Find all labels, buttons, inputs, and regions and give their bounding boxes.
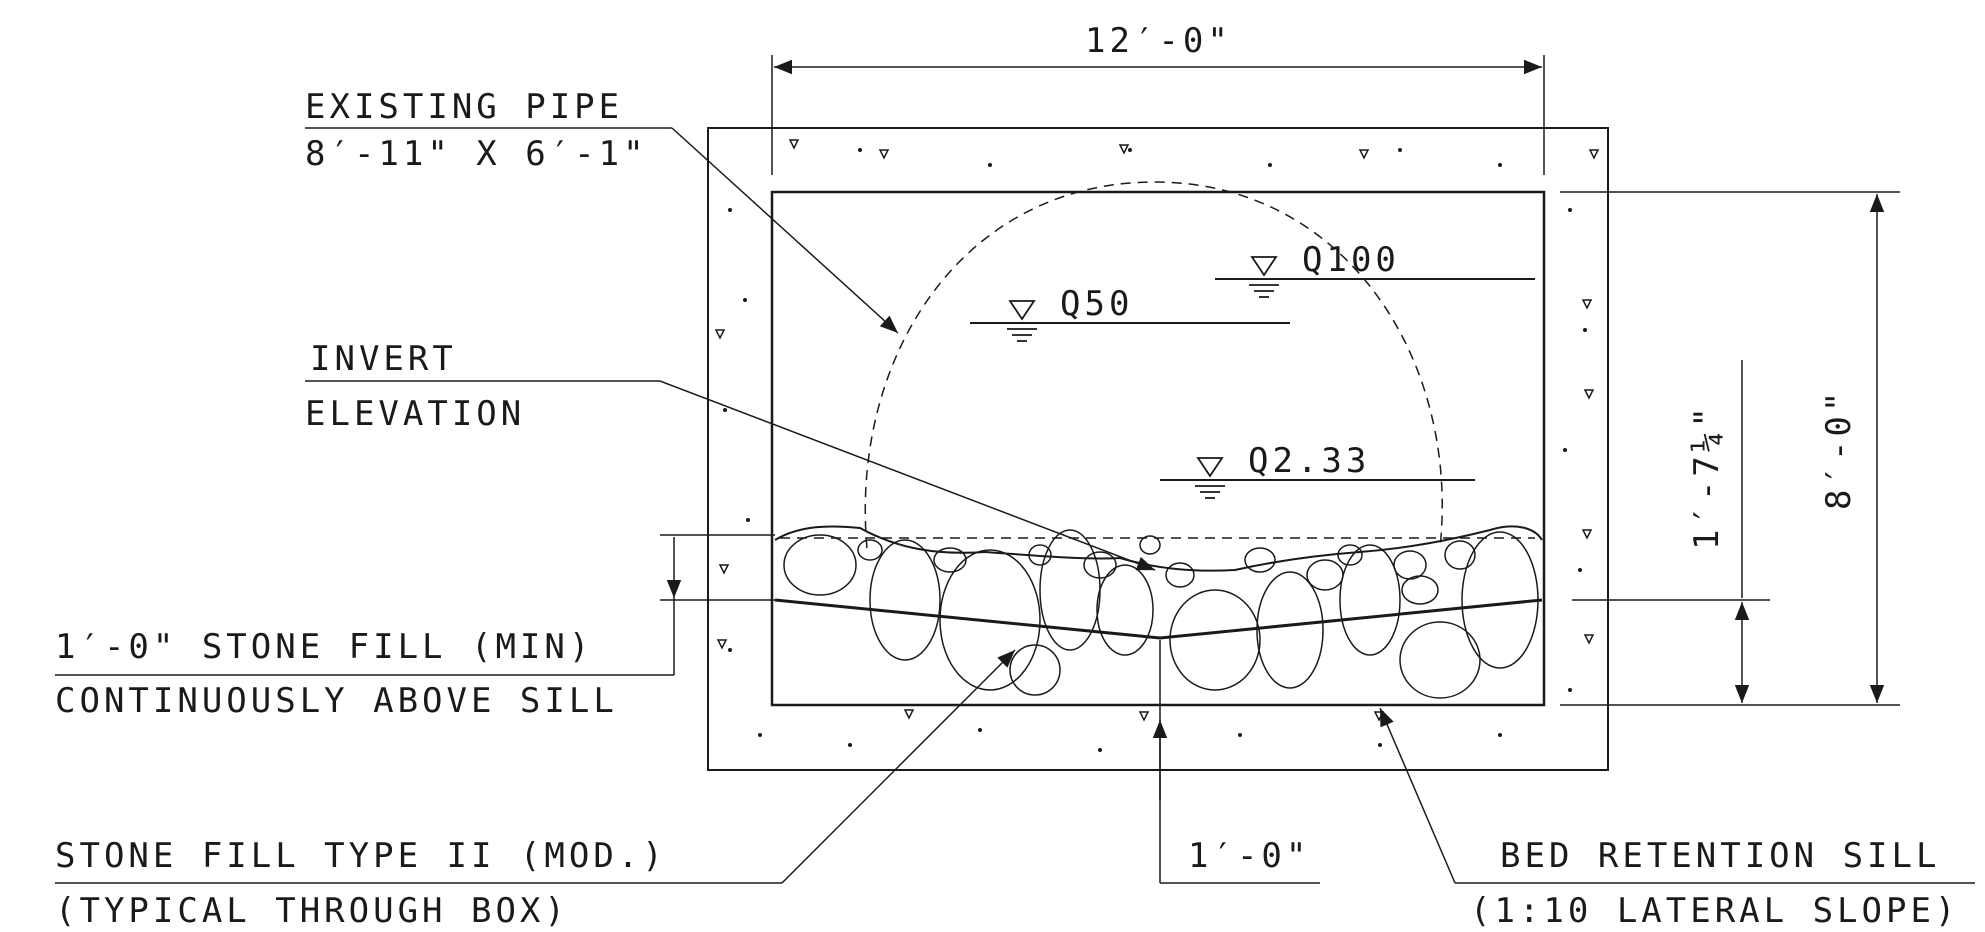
- q50-level: Q50: [970, 284, 1290, 342]
- q100-label: Q100: [1302, 240, 1400, 280]
- label-existing-pipe: EXISTING PIPE 8′-11" X 6′-1": [305, 87, 899, 334]
- box-culvert: [707, 127, 1609, 771]
- stone-fill-dimension: [660, 534, 775, 675]
- q50-label: Q50: [1060, 284, 1133, 324]
- invert-text: INVERT: [310, 339, 457, 379]
- q100-level: Q100: [1215, 240, 1535, 298]
- stone-type-text: STONE FILL TYPE II (MOD.): [55, 836, 667, 876]
- box-inner-opening: [770, 190, 1546, 707]
- sill-width-text: 1′-0": [1188, 836, 1310, 876]
- top-dimension: 12′-0": [771, 21, 1545, 175]
- right-dimensions: 8′-0" 1′-7¼": [1560, 191, 1900, 706]
- bed-retention-sill-line: [774, 598, 1543, 640]
- stone-boulders: [783, 529, 1539, 699]
- box-outer-wall: [707, 127, 1609, 771]
- dim-sill-label: 1′-7¼": [1687, 403, 1727, 550]
- concrete-hatch: [723, 148, 1587, 752]
- label-invert-elevation: INVERT ELEVATION: [305, 339, 1156, 571]
- label-stone-fill-type: STONE FILL TYPE II (MOD.) (TYPICAL THROU…: [55, 649, 1016, 931]
- pipe-size-text: 8′-11" X 6′-1": [305, 134, 648, 174]
- stone-fill-min-text: 1′-0" STONE FILL (MIN): [55, 627, 593, 667]
- label-sill-width: 1′-0": [1152, 640, 1320, 884]
- dim-height-label: 8′-0": [1819, 388, 1859, 510]
- existing-pipe-outline: [780, 181, 1535, 549]
- label-stone-fill-min: 1′-0" STONE FILL (MIN) CONTINUOUSLY ABOV…: [55, 627, 674, 721]
- q233-label: Q2.33: [1248, 441, 1370, 481]
- concrete-triangles: [714, 139, 1600, 722]
- top-dimension-label: 12′-0": [1085, 21, 1232, 61]
- water-levels: Q100 Q50 Q2.33: [970, 240, 1535, 499]
- label-bed-retention-sill: BED RETENTION SILL (1:10 LATERAL SLOPE): [1379, 707, 1975, 931]
- q233-level: Q2.33: [1160, 441, 1475, 499]
- lateral-slope-text: (1:10 LATERAL SLOPE): [1470, 891, 1959, 931]
- elevation-text: ELEVATION: [305, 394, 525, 434]
- bed-sill-text: BED RETENTION SILL: [1500, 836, 1940, 876]
- typical-text: (TYPICAL THROUGH BOX): [55, 891, 569, 931]
- stone-fill: [774, 525, 1543, 699]
- continuously-text: CONTINUOUSLY ABOVE SILL: [55, 681, 618, 721]
- existing-pipe-text: EXISTING PIPE: [305, 87, 623, 127]
